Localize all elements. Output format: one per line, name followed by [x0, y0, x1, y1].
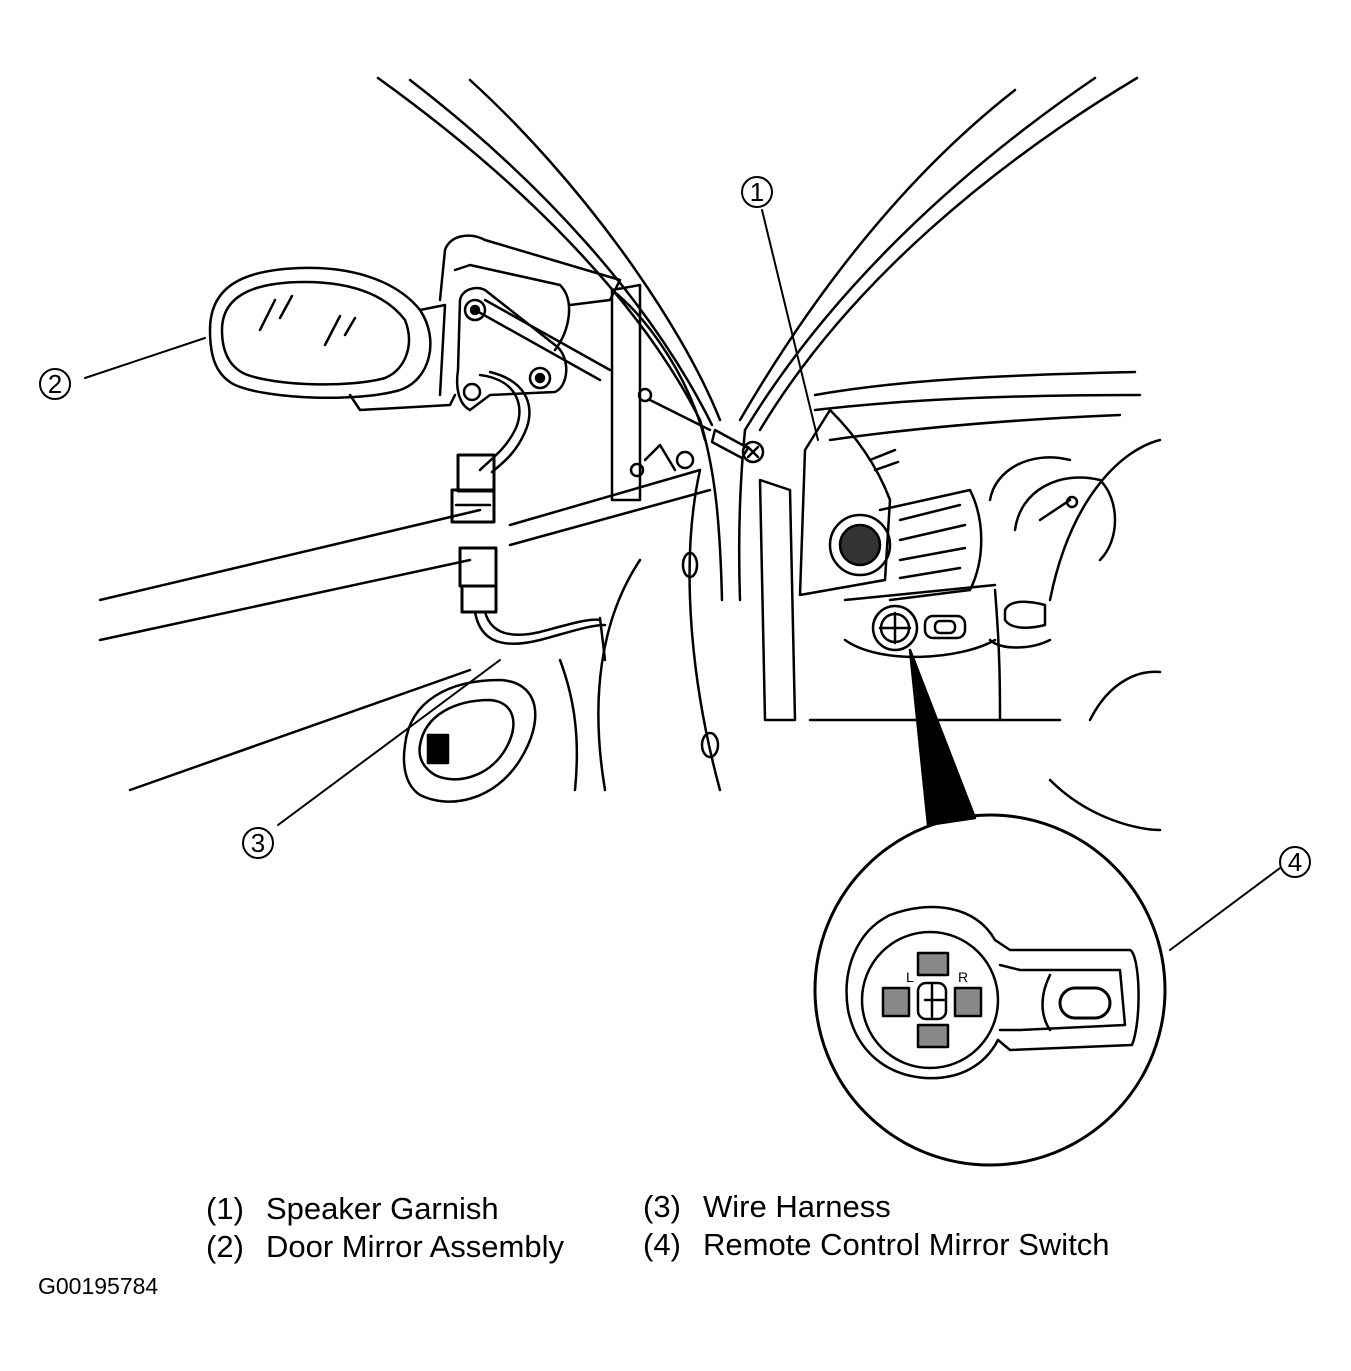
legend-item-3: (3) Wire Harness — [643, 1188, 1110, 1226]
legend-number: (2) — [206, 1229, 244, 1264]
door-handle — [402, 658, 579, 803]
a-pillar — [376, 76, 1139, 722]
legend-number: (3) — [643, 1189, 681, 1224]
legend-text: Door Mirror Assembly — [266, 1229, 564, 1264]
legend-number: (1) — [206, 1191, 244, 1226]
legend-item-2: (2) Door Mirror Assembly — [206, 1228, 564, 1266]
wire-harness — [450, 370, 607, 662]
legend-number: (4) — [643, 1227, 681, 1262]
figure-id: G00195784 — [38, 1273, 159, 1299]
legend-text: Remote Control Mirror Switch — [703, 1227, 1110, 1262]
mirror-switch-detail — [813, 813, 1167, 1167]
detail-pointer — [908, 648, 977, 827]
callout-4-label: 4 — [1288, 847, 1302, 877]
switch-letter-left: L — [906, 969, 914, 985]
legend-text: Wire Harness — [703, 1189, 891, 1224]
callout-3: 3 — [242, 827, 274, 859]
legend-item-4: (4) Remote Control Mirror Switch — [643, 1226, 1110, 1264]
door-mirror — [208, 234, 622, 412]
door-panel — [98, 283, 722, 792]
switch-letter-right: R — [958, 969, 968, 985]
dashboard — [798, 370, 1162, 832]
callout-1-label: 1 — [750, 177, 764, 207]
legend-left: (1) Speaker Garnish (2) Door Mirror Assemb… — [206, 1190, 564, 1266]
screw — [710, 428, 765, 464]
legend-item-1: (1) Speaker Garnish — [206, 1190, 564, 1228]
callout-4: 4 — [1279, 846, 1311, 878]
leader-lines — [84, 209, 1281, 951]
legend-text: Speaker Garnish — [266, 1191, 499, 1226]
callout-1: 1 — [741, 176, 773, 208]
callout-2: 2 — [39, 368, 71, 400]
legend-right: (3) Wire Harness (4) Remote Control Mirror… — [643, 1188, 1110, 1264]
callout-2-label: 2 — [48, 369, 62, 399]
callout-3-label: 3 — [251, 828, 265, 858]
